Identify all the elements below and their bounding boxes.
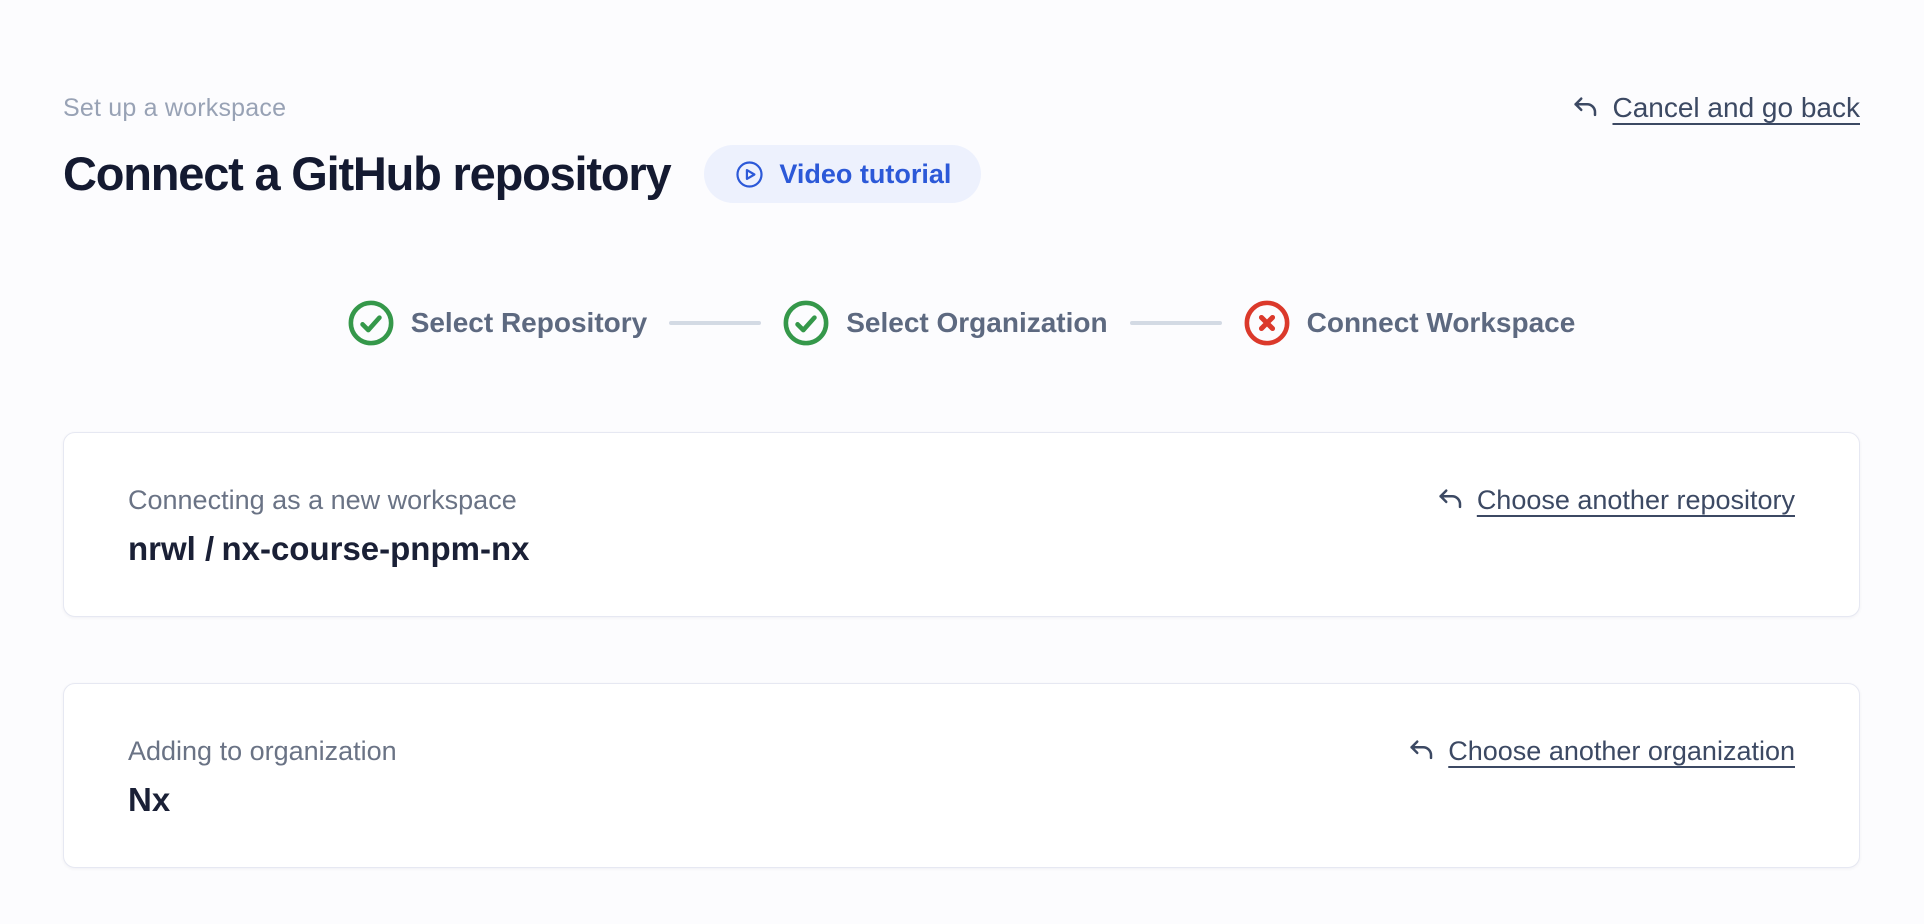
organization-name-text: Nx — [128, 781, 171, 818]
eyebrow-label: Set up a workspace — [63, 93, 287, 122]
cancel-link-label: Cancel and go back — [1612, 92, 1860, 123]
repository-card-info: Connecting as a new workspace nrwl /nx-c… — [128, 483, 529, 571]
cancel-and-go-back-link[interactable]: Cancel and go back — [1570, 92, 1860, 124]
step-connect-workspace: Connect Workspace — [1244, 300, 1576, 346]
check-circle-icon — [783, 300, 829, 346]
organization-card: Adding to organization Nx Choose another… — [63, 683, 1860, 868]
page-title: Connect a GitHub repository — [63, 147, 672, 200]
repository-name: nrwl /nx-course-pnpm-nx — [128, 527, 529, 571]
step-select-repository: Select Repository — [348, 300, 648, 346]
repository-owner: nrwl / — [128, 530, 215, 567]
video-tutorial-button[interactable]: Video tutorial — [704, 145, 982, 203]
step-connector — [669, 321, 762, 325]
step-select-organization: Select Organization — [783, 300, 1108, 346]
setup-workspace-page: Set up a workspace Cancel and go back Co… — [63, 92, 1860, 868]
repository-card-label: Connecting as a new workspace — [128, 485, 517, 515]
wizard-stepper: Select Repository Select Organization Co… — [63, 300, 1860, 346]
check-circle-icon — [348, 300, 394, 346]
undo-arrow-icon — [1574, 97, 1597, 117]
repository-repo-name: nx-course-pnpm-nx — [221, 530, 530, 567]
step-label: Select Organization — [846, 307, 1108, 338]
page-header: Set up a workspace Cancel and go back — [63, 92, 1860, 124]
choose-another-organization-link[interactable]: Choose another organization — [1406, 734, 1795, 768]
organization-card-label: Adding to organization — [128, 736, 397, 766]
repository-card: Connecting as a new workspace nrwl /nx-c… — [63, 432, 1860, 617]
organization-name: Nx — [128, 778, 397, 822]
play-circle-icon — [736, 160, 764, 188]
undo-arrow-icon — [1410, 740, 1433, 760]
step-label: Connect Workspace — [1306, 307, 1576, 338]
title-row: Connect a GitHub repository Video tutori… — [63, 144, 1860, 204]
organization-card-info: Adding to organization Nx — [128, 734, 397, 822]
step-connector — [1129, 321, 1222, 325]
choose-repository-label: Choose another repository — [1476, 485, 1795, 515]
x-circle-icon — [1244, 300, 1290, 346]
video-tutorial-label: Video tutorial — [779, 158, 952, 189]
choose-organization-label: Choose another organization — [1448, 736, 1795, 766]
choose-another-repository-link[interactable]: Choose another repository — [1435, 483, 1795, 517]
step-label: Select Repository — [410, 307, 648, 338]
undo-arrow-icon — [1439, 489, 1462, 509]
